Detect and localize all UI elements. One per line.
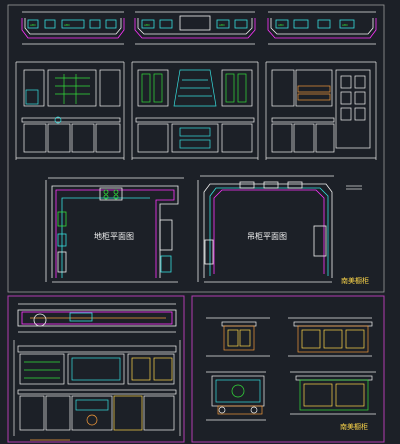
bottom-left-sheet-border (7, 295, 185, 443)
elevation-left (15, 61, 125, 160)
bottom-left-elevation (13, 340, 181, 441)
top-plan-strip-left: ABC ABC (21, 11, 125, 45)
bottom-left-plan-strip (17, 303, 177, 333)
wall-cabinet-plan (197, 175, 334, 283)
top-plan-strip-middle: ABC ABC (134, 11, 256, 45)
base-cabinet-plan (45, 177, 184, 283)
svg-text:ABC: ABC (64, 23, 70, 27)
bottom-right-sheet-border (191, 295, 385, 443)
elevation-right (265, 61, 377, 160)
island-small-elevation (206, 317, 270, 357)
svg-text:ABC: ABC (342, 23, 348, 27)
top-sheet-border (7, 4, 385, 293)
svg-text:ABC: ABC (30, 23, 36, 27)
note-lines (346, 185, 362, 190)
elevation-middle (131, 61, 259, 160)
base-cabinet-plan-title: 地柜平面图 (94, 232, 134, 241)
svg-text:ABC: ABC (219, 23, 225, 27)
island-wide-elevation (288, 317, 373, 357)
island-plan-view (206, 371, 266, 421)
svg-text:ABC: ABC (278, 23, 284, 27)
top-sheet-brand-label: 南美橱柜 (341, 277, 369, 285)
top-plan-strip-right: ABC ABC (267, 11, 377, 45)
island-front-elevation (290, 371, 376, 415)
bottom-sheet-brand-label: 南美橱柜 (340, 423, 368, 431)
svg-text:ABC: ABC (144, 23, 150, 27)
wall-cabinet-plan-title: 吊柜平面图 (247, 232, 287, 241)
